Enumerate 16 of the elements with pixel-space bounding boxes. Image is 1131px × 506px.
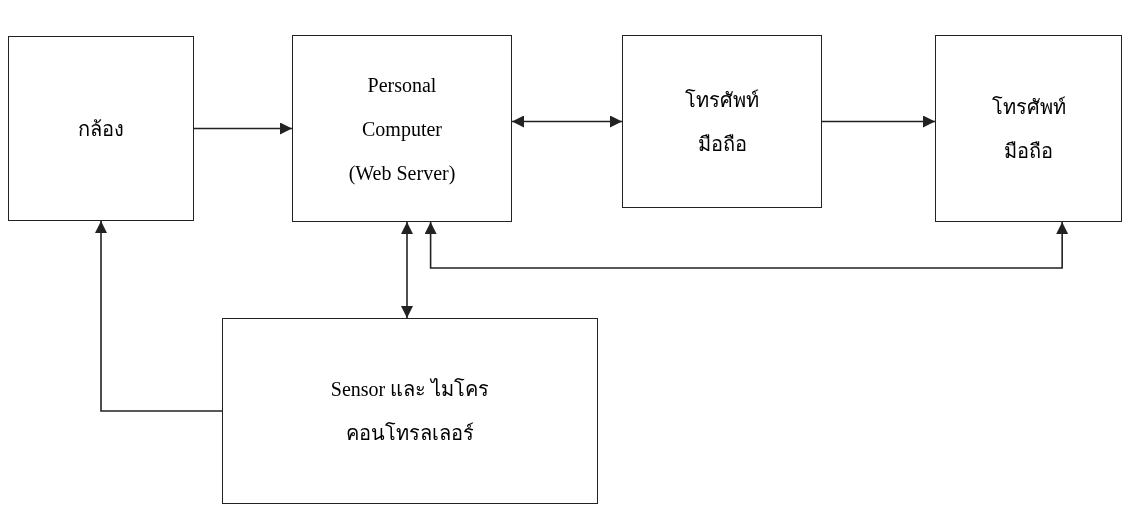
process-box <box>292 35 512 222</box>
box-label: โทรศัพท์มือถือ <box>990 94 1067 164</box>
box-label: โทรศัพท์มือถือ <box>684 87 760 157</box>
process-box <box>935 35 1122 222</box>
arrow <box>95 220 223 412</box>
arrow <box>424 221 1069 269</box>
box-label: Personal Computer (Web Server) <box>347 72 457 187</box>
arrow <box>511 115 623 128</box>
box-label: กล้อง <box>77 116 125 142</box>
arrow <box>401 221 413 319</box>
process-box <box>8 36 194 221</box>
process-box <box>222 318 598 504</box>
arrow <box>821 115 936 128</box>
process-box <box>622 35 822 208</box>
arrow <box>193 122 293 135</box>
box-label: Sensor และ ไมโครคอนโทรลเลอร์ <box>329 377 491 446</box>
